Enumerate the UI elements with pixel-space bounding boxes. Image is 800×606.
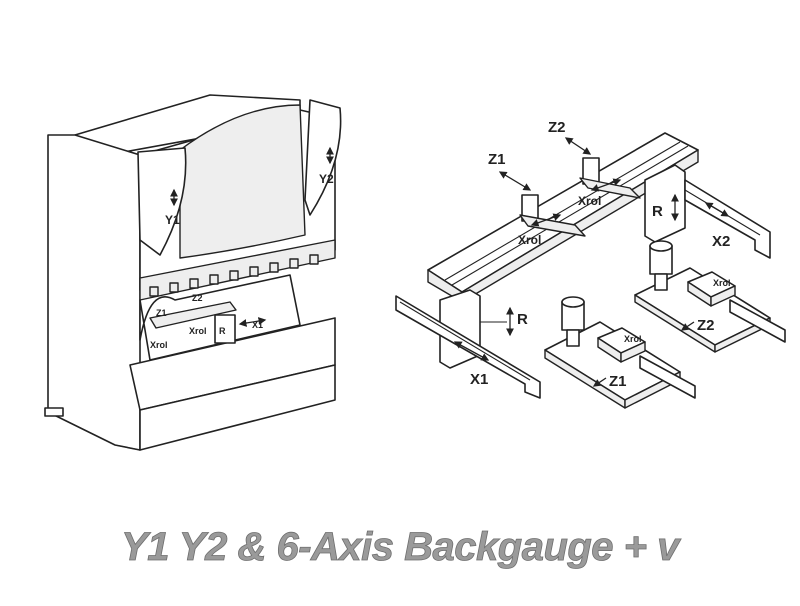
label-xrol-module-right: Xrol [713,278,731,288]
tool-clamp [149,286,159,297]
tool-clamp [309,254,319,265]
svg-text:Xrol: Xrol [150,340,168,350]
label-x1: X1 [470,371,488,388]
inner-beam [149,301,237,329]
machine-left-side [47,134,141,451]
label-z1-module: Z1 [609,373,627,390]
tool-clamp [249,266,259,277]
machine-base [139,364,336,451]
machine-inner-panel [179,104,306,259]
label-x2: X2 [712,233,730,250]
inner-r-block [214,314,236,344]
tool-clamp [289,258,299,269]
backgauge-assembly: R X2 R X1 Z1 Xrol Z2 [395,119,786,409]
cylinder-y1 [137,147,187,256]
svg-text:Xrol: Xrol [189,326,207,336]
tool-clamp [269,262,279,273]
inner-backgauge: R Z1 Z2 Xrol Xrol X1 [149,293,267,350]
svg-text:Z1: Z1 [156,308,167,318]
label-r-left: R [517,311,528,328]
machine-foot [44,407,64,417]
r-block-right [644,164,686,243]
beam-finger-z1: Z1 Xrol [488,151,586,247]
motor-cap [561,296,585,308]
machine-ram [139,239,336,301]
label-z2-top: Z2 [548,119,566,136]
svg-text:R: R [219,326,226,336]
svg-text:Z2: Z2 [192,293,203,303]
guide-rod [729,299,786,343]
label-z2-module: Z2 [697,317,715,334]
tool-clamp [229,270,239,281]
beam-finger-z2: Z2 Xrol [548,119,641,208]
label-r-right: R [652,203,663,220]
finger-module-right: Xrol Z2 [634,240,786,353]
press-brake-machine: Y1 Y2 R Z1 Z2 Xrol Xrol X1 [44,94,342,451]
label-xrol-left: Xrol [518,233,541,247]
tool-clamp [189,278,199,289]
tool-clamp [209,274,219,285]
label-y2: Y2 [319,172,334,186]
upper-tooling-clamps [149,254,319,297]
motor-cap [649,240,673,252]
label-y1: Y1 [165,213,180,227]
tool-clamp [169,282,179,293]
label-xrol-right: Xrol [578,194,601,208]
cylinder-y2 [304,99,342,216]
caption-title: Y1 Y2 & 6-Axis Backgauge + v [121,525,682,569]
guide-rod [639,355,696,399]
label-xrol-module-left: Xrol [624,334,642,344]
finger-module-left: Xrol Z1 [544,296,696,409]
x2-rail [684,179,771,259]
label-z1-top: Z1 [488,151,506,168]
